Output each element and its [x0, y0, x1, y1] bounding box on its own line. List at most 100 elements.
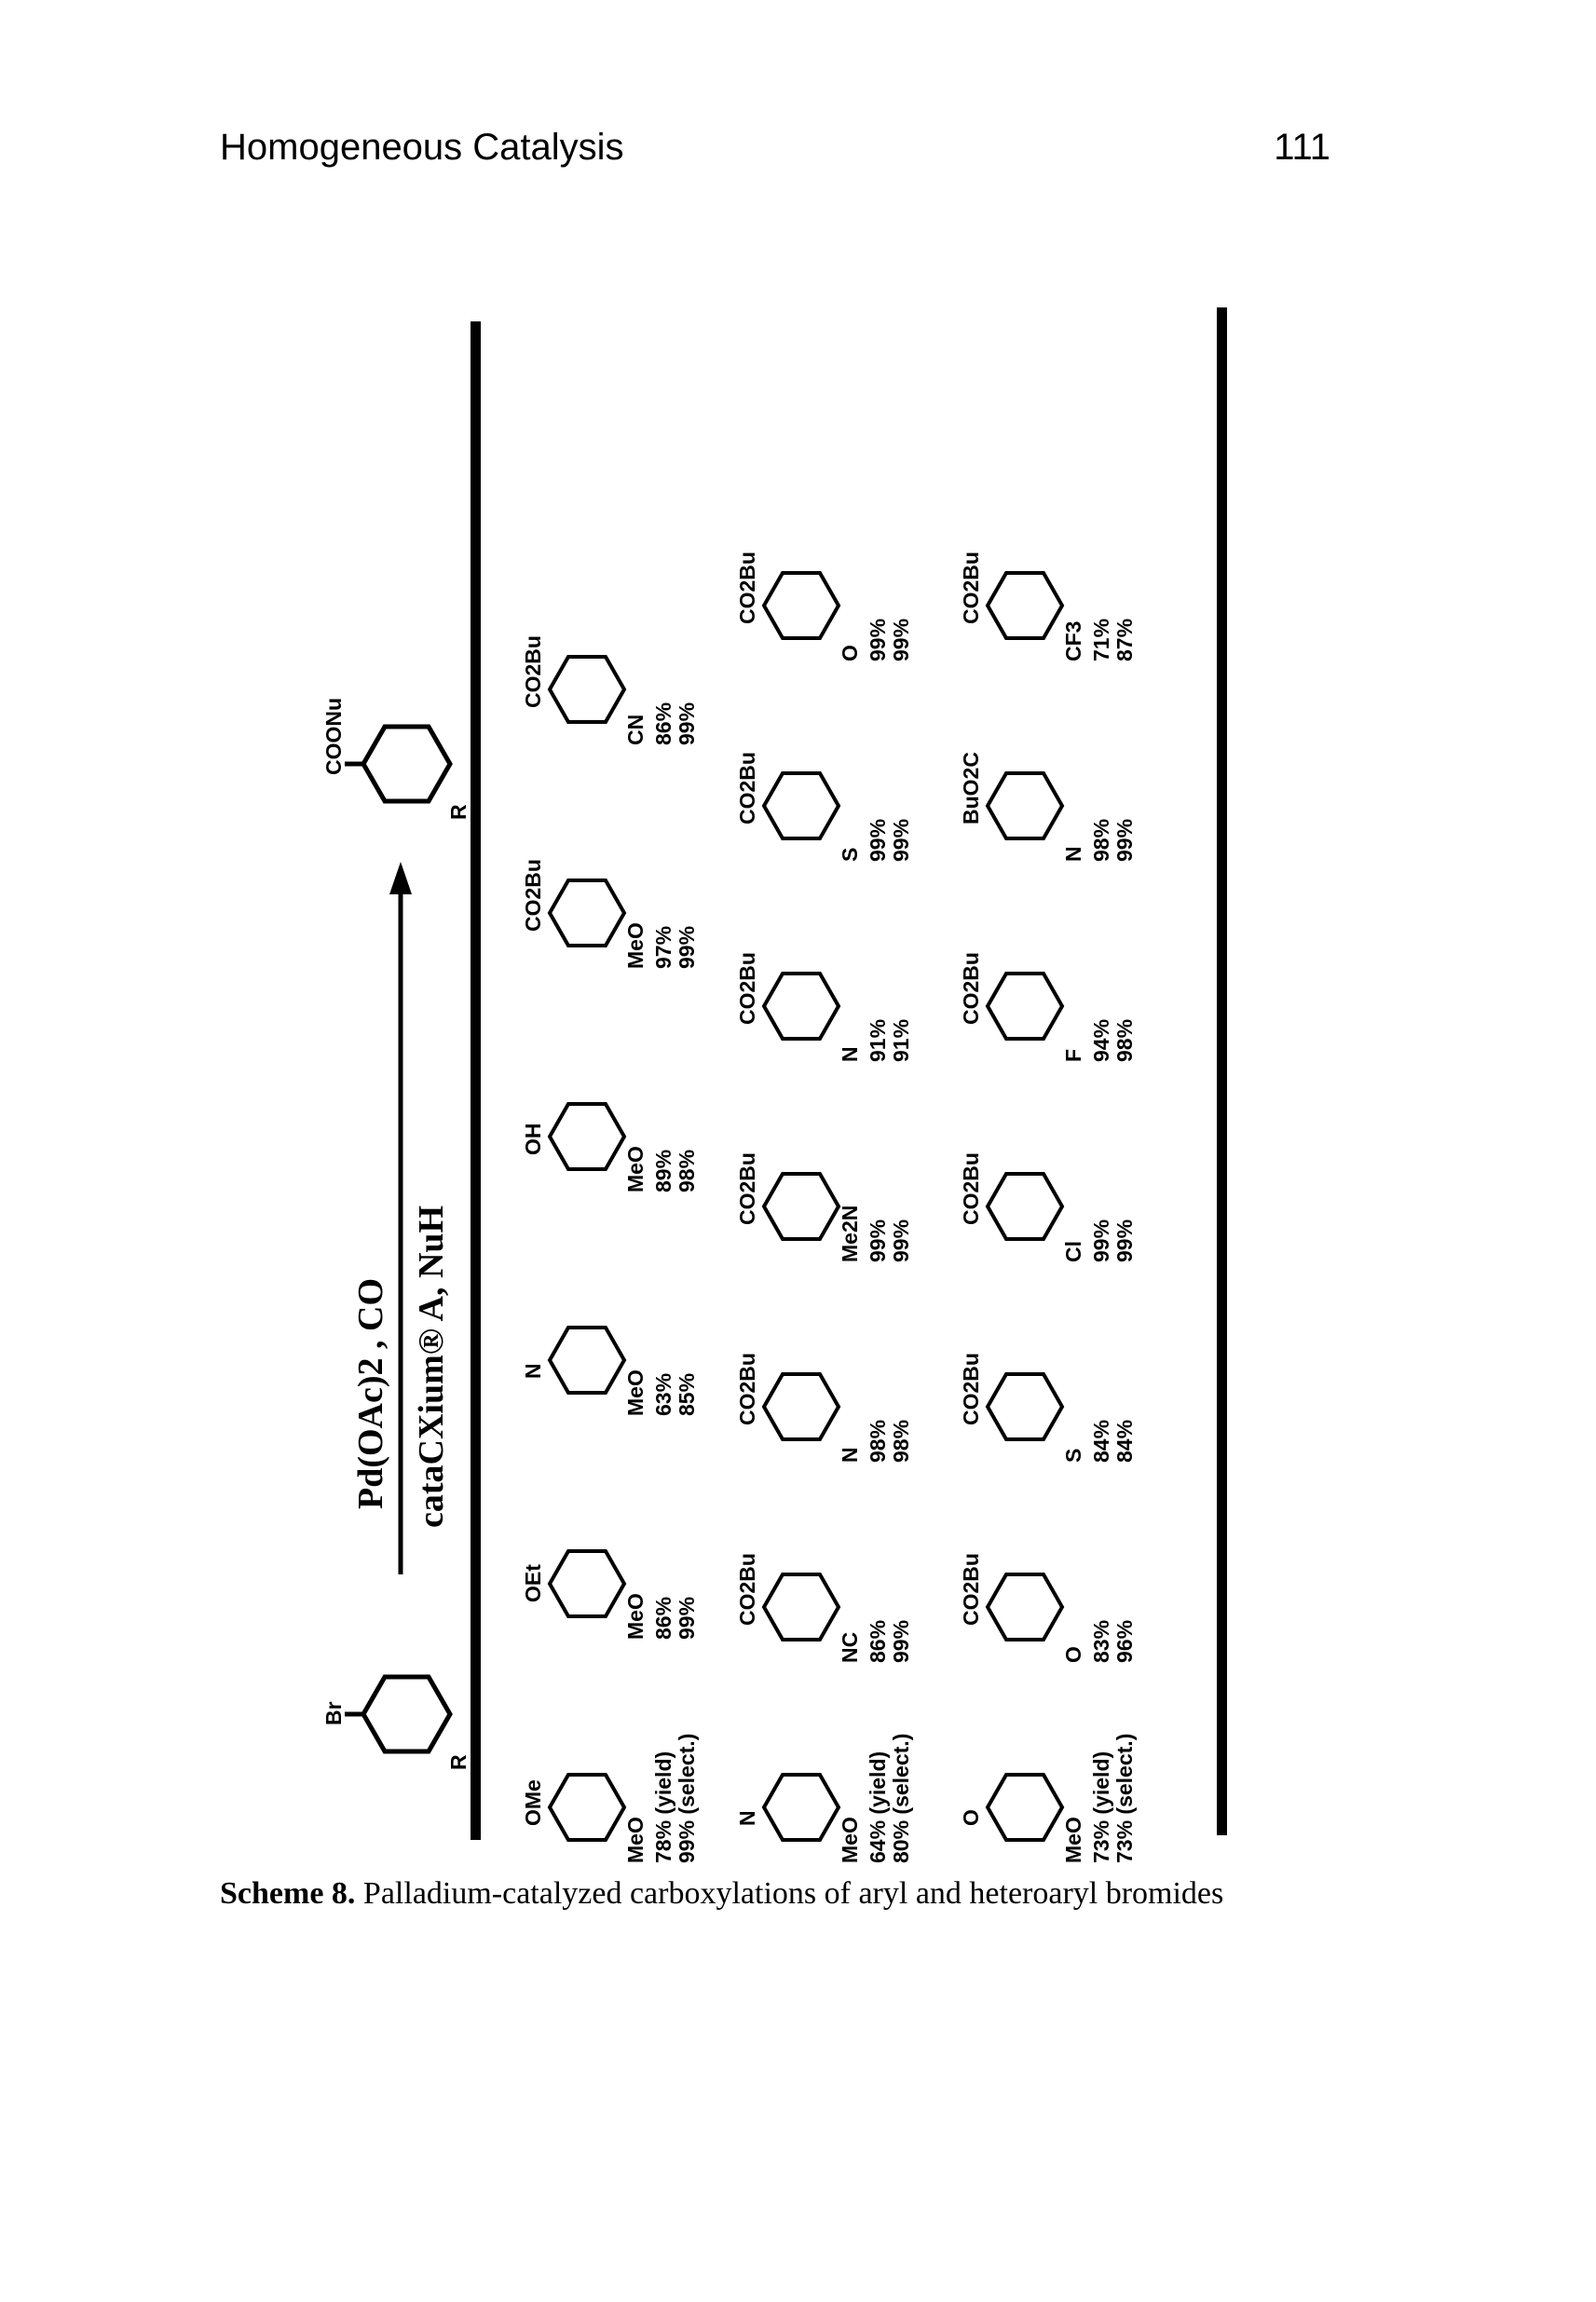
conditions-above: Pd(OAc)2 , CO — [351, 1278, 390, 1509]
entry-1-5-bottom: MeO — [623, 922, 648, 969]
entry-2-2-bottom: NC — [838, 1632, 862, 1663]
row-3: O MeO 73% (yield) 73% (select.) CO2Bu O … — [959, 552, 1137, 1863]
entry-3-2-select: 96% — [1112, 1620, 1137, 1663]
entry-3-3-top: CO2Bu — [959, 1353, 983, 1425]
entry-1-3-top: N — [521, 1363, 545, 1379]
entry-3-4-yield: 99% — [1089, 1219, 1113, 1262]
entry-2-7-bottom: O — [838, 645, 862, 661]
entry-3-7: CO2Bu CF3 71% 87% — [959, 552, 1137, 661]
entry-2-3-top: CO2Bu — [735, 1353, 759, 1425]
entry-2-7-select: 99% — [889, 619, 913, 661]
entry-3-7-select: 87% — [1112, 619, 1137, 661]
conditions-below: cataCXium® A, NuH — [412, 1205, 451, 1528]
entry-1-6-top: CO2Bu — [521, 635, 545, 708]
entry-1-1: OMe MeO 78% (yield) 99% (select.) — [521, 1734, 699, 1863]
entry-2-3-select: 98% — [889, 1420, 913, 1463]
entry-2-2-top: CO2Bu — [735, 1553, 759, 1626]
entry-2-3-yield: 98% — [866, 1420, 890, 1463]
entry-1-4: OH MeO 89% 98% — [521, 1102, 699, 1192]
entry-2-1-top: N — [735, 1810, 759, 1826]
entry-1-6-select: 99% — [675, 702, 699, 745]
entry-2-4-top: CO2Bu — [735, 1152, 759, 1225]
product-coonu-label: COONu — [321, 698, 346, 775]
entry-1-2: OEt MeO 86% 99% — [521, 1549, 699, 1640]
page-number: 111 — [1274, 127, 1330, 168]
entry-1-1-top: OMe — [521, 1779, 545, 1826]
entry-3-7-yield: 71% — [1089, 619, 1113, 661]
entry-3-1-select: 73% (select.) — [1112, 1734, 1137, 1863]
entry-2-1-bottom: MeO — [838, 1817, 862, 1863]
entry-2-3: CO2Bu N 98% 98% — [735, 1353, 913, 1463]
entry-2-5: CO2Bu N 91% 91% — [735, 952, 913, 1062]
entry-3-3-yield: 84% — [1089, 1420, 1113, 1463]
entry-2-5-top: CO2Bu — [735, 952, 759, 1025]
entry-1-4-select: 98% — [675, 1150, 699, 1192]
entry-3-2-yield: 83% — [1089, 1620, 1113, 1663]
reaction-arrow: Pd(OAc)2 , CO cataCXium® A, NuH — [351, 862, 451, 1574]
entry-2-5-select: 91% — [889, 1019, 913, 1062]
entry-3-5-top: CO2Bu — [959, 952, 983, 1025]
entry-1-2-yield: 86% — [651, 1597, 675, 1640]
entry-3-4-top: CO2Bu — [959, 1152, 983, 1225]
entry-1-5-top: CO2Bu — [521, 859, 545, 932]
entry-2-7: CO2Bu O 99% 99% — [735, 552, 913, 661]
entry-3-2-bottom: O — [1061, 1646, 1085, 1663]
entry-2-5-yield: 91% — [866, 1019, 890, 1062]
entry-2-5-bottom: N — [838, 1046, 862, 1062]
entry-3-2-top: CO2Bu — [959, 1553, 983, 1626]
scheme-rule-top — [471, 321, 481, 1840]
entry-2-4-select: 99% — [889, 1219, 913, 1262]
entry-3-5-select: 98% — [1112, 1019, 1137, 1062]
entry-1-4-yield: 89% — [651, 1150, 675, 1192]
entry-3-2: CO2Bu O 83% 96% — [959, 1553, 1137, 1663]
entry-3-7-top: CO2Bu — [959, 552, 983, 624]
entry-2-1-yield: 64% (yield) — [866, 1751, 890, 1863]
entry-2-2-yield: 86% — [866, 1620, 890, 1663]
entry-2-6-select: 99% — [889, 819, 913, 862]
entry-3-1-bottom: MeO — [1061, 1817, 1085, 1863]
entry-2-4-yield: 99% — [866, 1219, 890, 1262]
entry-3-6-top: BuO2C — [959, 752, 983, 824]
entry-1-3-select: 85% — [675, 1373, 699, 1416]
entry-2-7-yield: 99% — [866, 619, 890, 661]
running-header-title: Homogeneous Catalysis — [220, 127, 624, 168]
entry-1-6: CO2Bu CN 86% 99% — [521, 635, 699, 745]
entry-1-1-yield: 78% (yield) — [651, 1751, 675, 1863]
entry-1-3-bottom: MeO — [623, 1369, 648, 1416]
entry-3-6-yield: 98% — [1089, 819, 1113, 862]
entry-3-6-select: 99% — [1112, 819, 1137, 862]
row-2: N MeO 64% (yield) 80% (select.) CO2Bu NC… — [735, 552, 913, 1863]
reactant-br-label: Br — [321, 1701, 346, 1725]
entry-1-2-select: 99% — [675, 1597, 699, 1640]
entry-2-2: CO2Bu NC 86% 99% — [735, 1553, 913, 1663]
entry-2-1-select: 80% (select.) — [889, 1734, 913, 1863]
entry-2-7-top: CO2Bu — [735, 552, 759, 624]
entry-3-6: BuO2C N 98% 99% — [959, 752, 1137, 862]
entry-3-3-select: 84% — [1112, 1420, 1137, 1463]
entry-2-3-bottom: N — [838, 1447, 862, 1463]
entry-1-6-yield: 86% — [651, 702, 675, 745]
caption-label: Scheme 8. — [220, 1876, 356, 1911]
reaction-scheme: Br R Pd(OAc)2 , CO cataCXium® A, NuH COO… — [317, 279, 1295, 1863]
entry-1-5: CO2Bu MeO 97% 99% — [521, 859, 699, 969]
entry-3-5: CO2Bu F 94% 98% — [959, 952, 1137, 1062]
entry-1-3-yield: 63% — [651, 1373, 675, 1416]
entry-3-3: CO2Bu S 84% 84% — [959, 1353, 1137, 1463]
entry-1-4-bottom: MeO — [623, 1146, 648, 1192]
reactant-r-label: R — [446, 1754, 471, 1770]
entry-1-1-bottom: MeO — [623, 1817, 648, 1863]
entry-3-6-bottom: N — [1061, 846, 1085, 862]
entry-1-3: N MeO 63% 85% — [521, 1326, 699, 1416]
entry-1-1-select: 99% (select.) — [675, 1734, 699, 1863]
entry-3-1: O MeO 73% (yield) 73% (select.) — [959, 1734, 1137, 1863]
entry-1-5-yield: 97% — [651, 926, 675, 969]
entry-2-2-select: 99% — [889, 1620, 913, 1663]
scheme-rule-bottom — [1217, 307, 1227, 1835]
entry-2-6-bottom: S — [838, 848, 862, 862]
entry-2-6-yield: 99% — [866, 819, 890, 862]
entry-1-6-bottom: CN — [623, 715, 648, 745]
entry-3-5-bottom: F — [1061, 1049, 1085, 1062]
entry-2-4-bottom: Me2N — [838, 1205, 862, 1262]
entry-3-4: CO2Bu Cl 99% 99% — [959, 1152, 1137, 1262]
entry-1-5-select: 99% — [675, 926, 699, 969]
